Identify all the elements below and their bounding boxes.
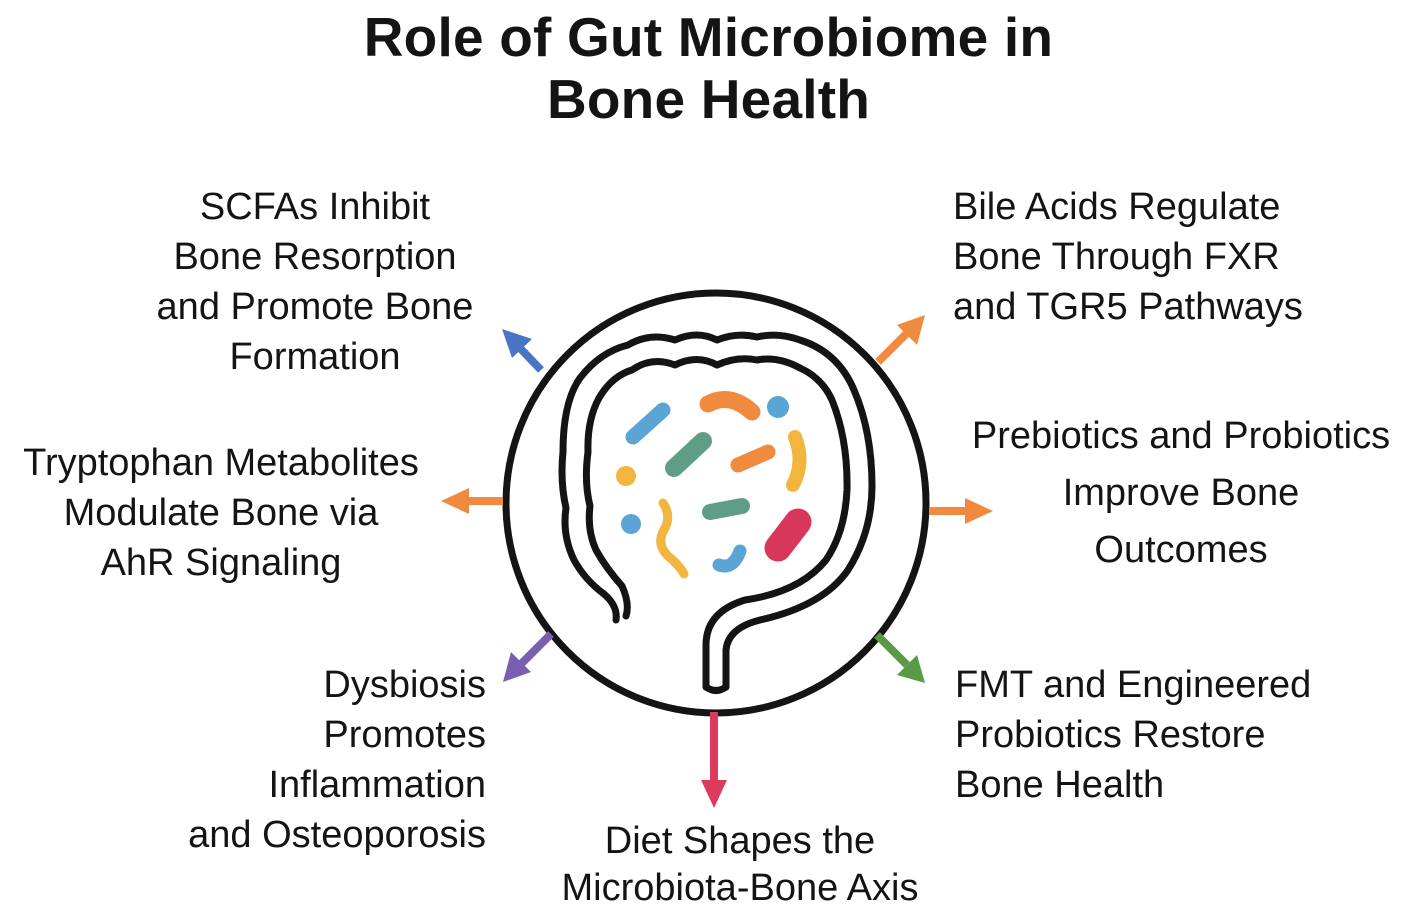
- bacterium-yellow-curved: [786, 430, 807, 492]
- bacterium-orange-rod: [730, 444, 776, 473]
- arrow-tryptophan: [441, 488, 503, 514]
- label-tryptophan: Tryptophan Metabolites Modulate Bone via…: [0, 438, 442, 588]
- arrow-diet: [701, 712, 727, 808]
- label-dysbiosis-line-3: Inflammation: [268, 764, 486, 806]
- arrow-scfas: [502, 329, 544, 373]
- label-scfas-line-3: and Promote Bone: [156, 286, 474, 328]
- arrow-fmt: [874, 632, 925, 683]
- bacterium-green-rod-2: [702, 498, 750, 520]
- gut-microbiome-icon: [502, 289, 930, 717]
- label-scfas-line-2: Bone Resorption: [173, 236, 457, 278]
- label-bile-line-3: and TGR5 Pathways: [953, 286, 1303, 328]
- label-scfas-line-1: SCFAs Inhibit: [199, 186, 431, 228]
- label-fmt-line-1: FMT and Engineered: [955, 664, 1312, 706]
- label-fmt: FMT and Engineered Probiotics Restore Bo…: [955, 660, 1375, 810]
- bacterium-blue-curved: [712, 544, 747, 573]
- label-dysbiosis-line-1: Dysbiosis: [323, 664, 486, 706]
- label-bile-line-1: Bile Acids Regulate: [953, 186, 1281, 228]
- label-bile-line-2: Bone Through FXR: [953, 236, 1280, 278]
- label-prebiotics-line-2: Improve Bone: [1062, 472, 1300, 514]
- label-dysbiosis-line-4: and Osteoporosis: [188, 814, 486, 856]
- arrow-dysbiosis: [503, 631, 554, 682]
- label-tryptophan-line-1: Tryptophan Metabolites: [23, 442, 419, 484]
- bacterium-blue-coccus-2: [621, 514, 641, 534]
- label-prebiotics-line-3: Outcomes: [1094, 529, 1268, 571]
- intestine-inner-wall: [558, 331, 876, 691]
- label-dysbiosis-line-2: Promotes: [323, 714, 486, 756]
- bacterium-blue-coccus: [767, 396, 789, 418]
- intestine-outer-wall: [582, 355, 851, 691]
- arrow-bile-acids: [875, 315, 925, 365]
- label-diet-line-2: Microbiota-Bone Axis: [561, 867, 919, 909]
- bacterium-blue-rod: [625, 402, 671, 445]
- bacteria-cluster: [616, 391, 812, 579]
- diagram-title: Role of Gut Microbiome in Bone Health: [0, 6, 1417, 130]
- bacterium-yellow-spiral: [656, 498, 689, 579]
- label-tryptophan-line-3: AhR Signaling: [100, 542, 342, 584]
- title-line-1: Role of Gut Microbiome in: [363, 6, 1054, 68]
- bacterium-green-rod: [665, 432, 712, 477]
- label-prebiotics-line-1: Prebiotics and Probiotics: [971, 415, 1391, 457]
- arrow-prebiotics: [929, 498, 993, 524]
- label-prebiotics: Prebiotics and Probiotics Improve Bone O…: [945, 408, 1417, 579]
- label-diet-line-1: Diet Shapes the: [604, 820, 876, 862]
- label-scfas-line-4: Formation: [229, 336, 401, 378]
- bacterium-yellow-coccus: [616, 466, 636, 486]
- label-diet: Diet Shapes the Microbiota-Bone Axis: [530, 818, 950, 912]
- label-tryptophan-line-2: Modulate Bone via: [63, 492, 379, 534]
- label-scfas: SCFAs Inhibit Bone Resorption and Promot…: [120, 182, 510, 382]
- bacterium-orange-curved: [699, 391, 761, 421]
- intestine-end-cap: [702, 683, 730, 694]
- label-fmt-line-2: Probiotics Restore: [955, 714, 1266, 756]
- bacterium-red-rod: [764, 508, 812, 562]
- title-line-2: Bone Health: [546, 68, 871, 130]
- label-bile-acids: Bile Acids Regulate Bone Through FXR and…: [953, 182, 1373, 332]
- label-fmt-line-3: Bone Health: [955, 764, 1165, 806]
- label-dysbiosis: Dysbiosis Promotes Inflammation and Oste…: [120, 660, 486, 860]
